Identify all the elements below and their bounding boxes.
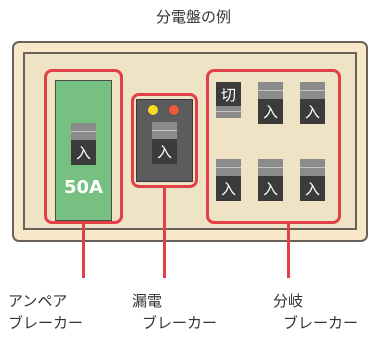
yellow-lamp-icon — [147, 104, 159, 116]
switch-lever-top — [152, 122, 177, 139]
ampere-breaker-switch[interactable]: 入 — [71, 123, 96, 165]
switch-on-label: 入 — [300, 99, 325, 124]
switch-on-label: 入 — [300, 176, 325, 201]
branch-label-line1: 分岐 — [273, 292, 304, 310]
switch-lever-top: 切 — [216, 82, 241, 106]
ampere-breaker-label: アンペア ブレーカー — [8, 290, 83, 334]
ampere-label-line2: ブレーカー — [8, 314, 84, 332]
leak-breaker-label: 漏電 ブレーカー — [132, 290, 217, 334]
switch-lever-top — [258, 82, 283, 99]
branch-breaker-switch-off[interactable]: 切 — [216, 82, 241, 118]
branch-breakers-highlight — [206, 69, 341, 224]
leak-breaker-switch[interactable]: 入 — [152, 122, 177, 164]
switch-on-label: 入 — [258, 176, 283, 201]
ampere-rating: 50A — [64, 177, 103, 198]
switch-on-label: 入 — [71, 140, 96, 165]
switch-lever-top — [216, 159, 241, 176]
switch-on-label: 入 — [258, 99, 283, 124]
branch-breaker-switch[interactable]: 入 — [258, 82, 283, 124]
switch-lever-top — [258, 159, 283, 176]
red-lamp-icon — [168, 104, 180, 116]
leak-label-line1: 漏電 — [132, 292, 163, 310]
switch-lever-top — [300, 159, 325, 176]
ampere-leader-line — [82, 224, 85, 278]
diagram-title: 分電盤の例 — [155, 8, 231, 26]
branch-label-line2: ブレーカー — [283, 314, 359, 332]
leak-breaker — [136, 99, 193, 182]
ampere-breaker-highlight — [44, 69, 123, 224]
switch-on-label: 入 — [152, 139, 177, 164]
leak-label-line2: ブレーカー — [142, 314, 218, 332]
switch-off-label: 切 — [220, 85, 236, 104]
branch-breaker-label: 分岐 ブレーカー — [273, 290, 358, 334]
switch-lever-top — [71, 123, 96, 140]
leak-leader-line — [163, 188, 166, 278]
branch-breaker-switch[interactable]: 入 — [216, 159, 241, 201]
switch-on-label: 入 — [216, 176, 241, 201]
branch-breaker-switch[interactable]: 入 — [300, 82, 325, 124]
switch-lever-bottom — [216, 106, 241, 118]
branch-breaker-switch[interactable]: 入 — [258, 159, 283, 201]
leak-breaker-highlight — [131, 93, 198, 188]
branch-leader-line — [287, 224, 290, 278]
switch-lever-top — [300, 82, 325, 99]
ampere-label-line1: アンペア — [8, 292, 68, 310]
branch-breaker-switch[interactable]: 入 — [300, 159, 325, 201]
